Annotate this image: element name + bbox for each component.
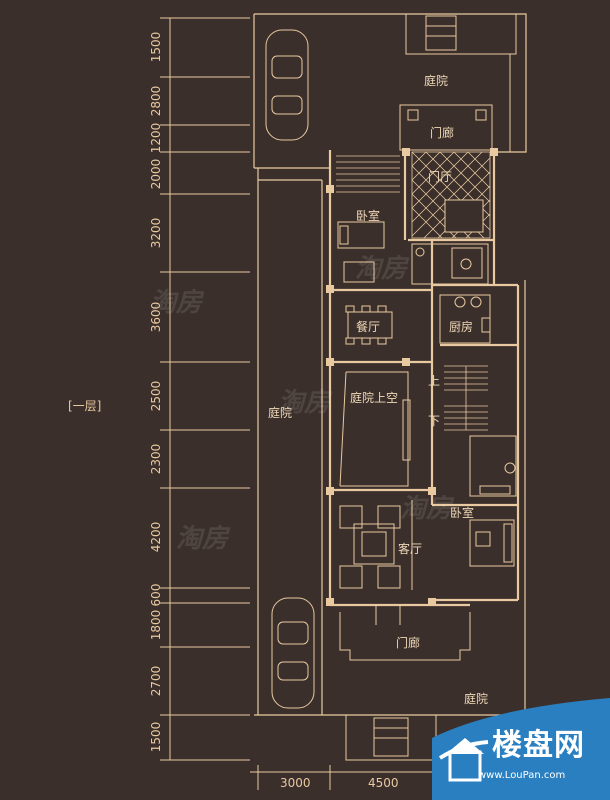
watermark-2: 淘房 (355, 254, 408, 284)
dim-7: 2500 (149, 380, 163, 412)
room-courtyard-bottom: 庭院 (464, 692, 489, 706)
dim-5: 3200 (149, 217, 163, 249)
room-entrance-porch-top: 门廊 (430, 126, 455, 140)
stair-up-label: 上 (428, 374, 441, 388)
stairs-top (336, 155, 400, 193)
room-foyer: 门厅 (428, 170, 453, 184)
dim-bottom-2: 4500 (368, 776, 399, 790)
bathroom-bottom (469, 435, 517, 497)
living-furniture (339, 500, 413, 590)
site-outline (253, 13, 527, 716)
dim-bottom-1: 3000 (280, 776, 311, 790)
watermark-1: 淘房 (150, 288, 203, 318)
top-courtyard (399, 13, 517, 152)
room-courtyard-left: 庭院 (268, 406, 293, 420)
logo-name: 楼盘网 (492, 728, 585, 763)
room-dining: 餐厅 (356, 320, 381, 334)
stair-down-label: 下 (428, 414, 441, 428)
bathroom-top (411, 243, 489, 285)
porch-bottom (339, 605, 471, 661)
room-entrance-porch-bottom: 门廊 (396, 636, 421, 650)
car-top (265, 29, 309, 141)
loupan-logo (432, 698, 610, 800)
logo-url: www.LouPan.com (478, 770, 566, 781)
dim-1: 1500 (149, 31, 163, 63)
room-bedroom-1: 卧室 (356, 209, 381, 223)
foyer-cabinet (444, 199, 484, 233)
floor-label: [一层] (68, 399, 102, 413)
columns (326, 148, 498, 606)
bedroom1-furniture (337, 221, 385, 283)
room-kitchen: 厨房 (449, 320, 474, 334)
dim-13: 1500 (149, 721, 163, 753)
dim-11: 1800 (149, 609, 163, 641)
watermark-3: 淘房 (278, 388, 331, 418)
dim-12: 2700 (149, 665, 163, 697)
dim-9: 4200 (149, 521, 163, 553)
stairs-center (444, 365, 488, 431)
dining-table (345, 305, 393, 345)
room-courtyard-void: 庭院上空 (350, 391, 399, 405)
dim-4: 2000 (149, 158, 163, 190)
kitchen-counter (439, 294, 491, 344)
car-bottom (271, 597, 315, 709)
dim-8: 2300 (149, 443, 163, 475)
room-courtyard-top: 庭院 (424, 74, 449, 88)
watermark-5: 淘房 (400, 494, 453, 524)
bedroom2-bed (469, 519, 515, 567)
watermark-4: 淘房 (176, 524, 229, 554)
room-living: 客厅 (398, 542, 423, 556)
room-bedroom-2: 卧室 (450, 506, 475, 520)
courtyard-void (339, 371, 411, 487)
dimension-scale (160, 17, 450, 790)
bottom-feature (345, 714, 437, 761)
